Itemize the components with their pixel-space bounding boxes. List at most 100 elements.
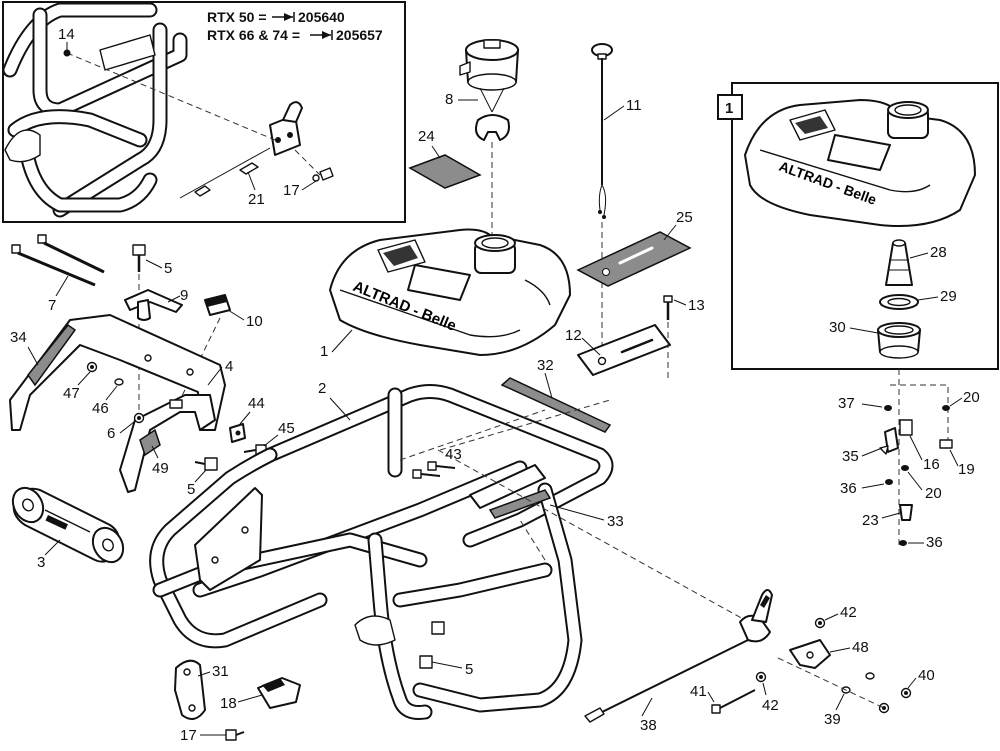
fuel-fittings xyxy=(879,405,953,546)
gasket-25 xyxy=(576,231,692,287)
fuel-tank-1: ALTRAD - Belle xyxy=(329,228,571,356)
bolt-5-mid xyxy=(194,457,218,471)
grommet-10 xyxy=(204,294,231,316)
nut-6 xyxy=(133,412,145,424)
callout-31: 31 xyxy=(212,663,229,680)
callout-41: 41 xyxy=(690,683,707,700)
throttle-cable-38 xyxy=(589,639,749,719)
callout-11: 11 xyxy=(626,97,642,114)
callout-9: 9 xyxy=(180,287,188,304)
screw-17-bottom xyxy=(225,729,245,741)
callout-36: 36 xyxy=(840,480,857,497)
nut-42-bottom xyxy=(755,671,767,683)
callout-17: 17 xyxy=(283,182,300,199)
nut-14 xyxy=(63,49,71,57)
throttle-bracket xyxy=(269,101,303,156)
callout-42: 42 xyxy=(840,604,857,621)
callout-45: 45 xyxy=(278,420,295,437)
callout-8: 8 xyxy=(445,91,453,108)
callout-35: 35 xyxy=(842,448,859,465)
callout-32: 32 xyxy=(537,357,554,374)
washer-29 xyxy=(879,294,919,310)
axle-roller-3 xyxy=(11,486,125,564)
callout-29: 29 xyxy=(940,288,957,305)
callout-37: 37 xyxy=(838,395,855,412)
inset-badge-box xyxy=(717,94,743,120)
fuel-tank-inset: ALTRAD - Belle xyxy=(744,99,976,227)
cable-end-38 xyxy=(584,707,605,723)
foot-18 xyxy=(257,677,301,709)
callout-47: 47 xyxy=(63,385,80,402)
callout-18: 18 xyxy=(220,695,237,712)
callout-1: 1 xyxy=(320,343,328,360)
callout-12: 12 xyxy=(565,327,582,344)
bolt-5-bottom xyxy=(419,621,445,669)
callout-14: 14 xyxy=(58,26,75,43)
washer-46 xyxy=(114,378,124,386)
bracket-4 xyxy=(119,394,216,493)
nut-42-top xyxy=(814,617,826,629)
callout-49: 49 xyxy=(152,460,169,477)
cable-end xyxy=(239,162,259,175)
callout-25: 25 xyxy=(676,209,693,226)
callout-20: 20 xyxy=(963,389,980,406)
screw-17-inset xyxy=(312,167,334,182)
dashed-guide xyxy=(66,52,276,141)
callout-5: 5 xyxy=(187,481,195,498)
callout-34: 34 xyxy=(10,329,27,346)
callout-5: 5 xyxy=(465,661,473,678)
main-frame-2 xyxy=(149,384,614,720)
strip-32 xyxy=(500,377,612,433)
arrow-head-icon xyxy=(284,13,293,21)
cap-30 xyxy=(877,322,921,359)
bracket-9 xyxy=(124,289,183,321)
callout-24: 24 xyxy=(418,128,435,145)
dashed-guide xyxy=(519,519,546,561)
throttle-lever xyxy=(739,589,773,643)
callout-16: 16 xyxy=(923,456,940,473)
callout-33: 33 xyxy=(607,513,624,530)
callout-48: 48 xyxy=(852,639,869,656)
bolt-13 xyxy=(663,295,673,320)
callout-30: 30 xyxy=(829,319,846,336)
inset-line1-part: 205640 xyxy=(298,9,345,25)
clip-44 xyxy=(229,423,246,443)
dashed-guide xyxy=(399,409,546,461)
inset-line2-part: 205657 xyxy=(336,27,383,43)
callout-5: 5 xyxy=(164,260,172,277)
callout-46: 46 xyxy=(92,400,109,417)
callout-6: 6 xyxy=(107,425,115,442)
callout-43: 43 xyxy=(445,446,462,463)
callout-28: 28 xyxy=(930,244,947,261)
cable-ties-7 xyxy=(11,234,105,287)
inset-badge-number: 1 xyxy=(725,100,733,117)
dashed-guide xyxy=(777,657,885,709)
fuel-gauge-11 xyxy=(591,43,613,219)
bolt-41 xyxy=(711,689,756,714)
callout-39: 39 xyxy=(824,711,841,728)
inset-frame-right xyxy=(731,82,999,370)
callout-3: 3 xyxy=(37,554,45,571)
callout-23: 23 xyxy=(862,512,879,529)
bolt-5-top xyxy=(132,244,146,272)
callout-20: 20 xyxy=(925,485,942,502)
callout-10: 10 xyxy=(246,313,263,330)
inset-frame-left xyxy=(2,1,406,223)
dashed-guide xyxy=(437,449,746,621)
cable-ferrule xyxy=(194,185,211,197)
callout-13: 13 xyxy=(688,297,705,314)
callout-4: 4 xyxy=(225,358,233,375)
throttle-cable xyxy=(179,147,271,199)
pad-33 xyxy=(488,489,552,519)
inset-line1-model: RTX 50 = xyxy=(207,9,267,25)
arrow-head-icon xyxy=(322,31,331,39)
callout-2: 2 xyxy=(318,380,326,397)
callout-17: 17 xyxy=(180,727,197,744)
inset-frame-tubing xyxy=(2,2,188,218)
callout-21: 21 xyxy=(248,191,265,208)
dashed-guide xyxy=(294,149,321,176)
inset-header-line-2: RTX 66 & 74 = 205657 xyxy=(207,27,383,43)
bracket-12 xyxy=(577,324,671,376)
inset-header-line-1: RTX 50 = 205640 xyxy=(207,9,345,25)
